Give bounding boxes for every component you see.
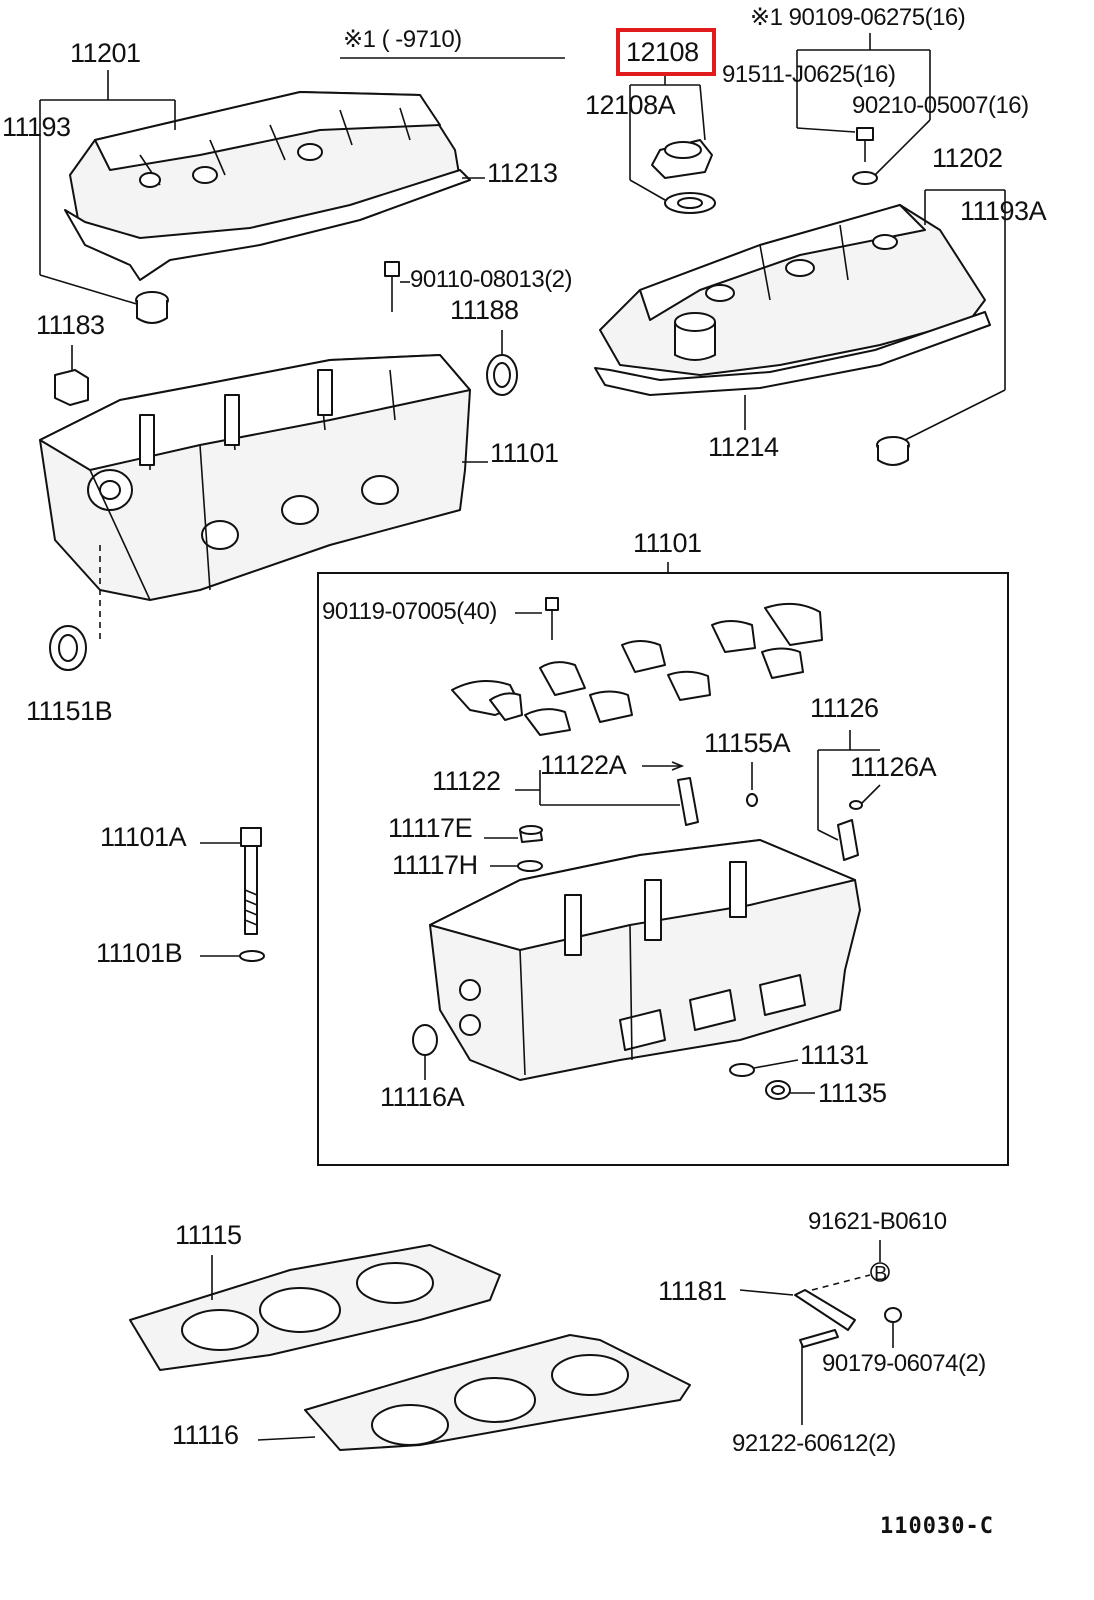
cylinder-head-cover-right [599,204,986,376]
plug-11116A [412,1024,438,1080]
marker-b-circle [870,1240,890,1282]
head-gasket-11116 [257,1334,691,1451]
plug-11193A [876,436,910,466]
clip-11183 [54,345,89,406]
pin-11155A [746,762,758,807]
bearing-caps [451,602,823,736]
label-92122: 92122-60612(2) [732,1430,896,1457]
valve-guide-11126A [837,800,863,861]
label-91621: 91621-B0610 [808,1208,947,1235]
label-11188: 11188 [450,295,519,325]
washer-11101B [200,950,265,962]
label-11135: 11135 [818,1078,887,1108]
seal-11151B [49,625,87,671]
label-11117E: 11117E [388,813,473,843]
label-11183: 11183 [36,310,105,340]
cylinder-head-inner [429,839,861,1081]
stud-92122 [799,1329,839,1425]
bolt-91511 [856,127,874,162]
head-gasket-11115 [129,1244,501,1371]
plug-11135 [765,1080,815,1100]
label-11214: 11214 [708,432,779,462]
plug-11193 [135,291,169,324]
label-11116A: 11116A [380,1082,465,1112]
label-11117H: 11117H [392,850,478,880]
label-11202: 11202 [932,143,1003,173]
oil-filler-cap [651,139,716,214]
label-11126: 11126 [810,693,879,723]
label-11122: 11122 [432,766,501,796]
label-11115: 11115 [175,1220,242,1250]
gasket-11214 [594,311,991,396]
highlighted-part-box [616,28,716,76]
label-90179: 90179-06074(2) [822,1350,986,1377]
label-11122A: 11122A [540,750,627,780]
label-11193A: 11193A [960,196,1047,226]
label-11201: 11201 [70,38,141,68]
label-11101-top: 11101 [490,438,559,468]
label-90119: 90119-07005(40) [322,598,497,625]
label-90110: 90110-08013(2) [410,266,573,293]
label-12108: 12108 [626,37,699,67]
head-bolt-11101A [200,827,262,935]
footer-code: 110030-C [880,1514,994,1539]
label-91511: 91511-J0625(16) [722,61,896,88]
bolt-90119 [515,597,559,640]
stud-90110 [384,261,410,312]
gasket-11213 [64,169,471,281]
marker-b: B [874,1263,887,1285]
cylinder-head-left [39,354,471,601]
washer-90210 [852,171,878,185]
plug-11117E [484,825,543,843]
label-11126A: 11126A [850,752,937,782]
nut-90179 [884,1307,902,1348]
valve-guide-11122A [642,761,699,826]
assembly-frame [317,572,1009,1166]
label-90210: 90210-05007(16) [852,92,1029,119]
label-11101A: 11101A [100,822,187,852]
label-12108A: 12108A [585,90,676,120]
label-11155A: 11155A [704,728,791,758]
label-11116: 11116 [172,1420,239,1450]
label-90109: ※1 90109-06275(16) [750,4,966,31]
header-note: ※1 ( -9710) [343,26,462,53]
label-11101-box: 11101 [633,528,702,558]
label-11213: 11213 [487,158,558,188]
plug-11131 [729,1059,799,1077]
bracket-11181 [739,1274,871,1331]
label-11181: 11181 [658,1276,727,1306]
label-11131: 11131 [800,1040,869,1070]
label-11101B: 11101B [96,938,183,968]
gasket-11117H [490,860,543,872]
seal-11188 [486,330,518,396]
label-11193: 11193 [2,112,71,142]
label-11151B: 11151B [26,696,113,726]
